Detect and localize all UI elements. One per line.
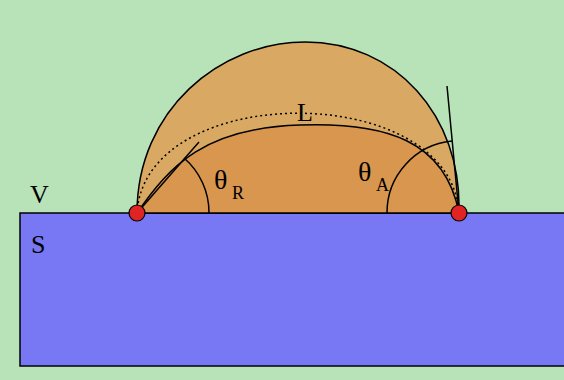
solid-substrate [20,213,564,366]
angle-symbol: θ [358,158,371,186]
advancing-drop [137,42,459,213]
angle-arc [184,158,209,213]
angle-symbol: θ [214,166,227,194]
equilibrium-drop [137,113,459,213]
contact-point [129,205,145,221]
phase-label: S [31,232,45,258]
contact-point [451,205,467,221]
angle-arc [387,141,452,213]
receding-drop [137,125,459,213]
tangent-line [447,86,459,213]
phase-label: L [297,100,313,126]
angle-subscript: A [376,176,389,194]
phase-label: V [30,182,49,208]
tangent-line [137,142,199,213]
angle-subscript: R [232,184,244,202]
